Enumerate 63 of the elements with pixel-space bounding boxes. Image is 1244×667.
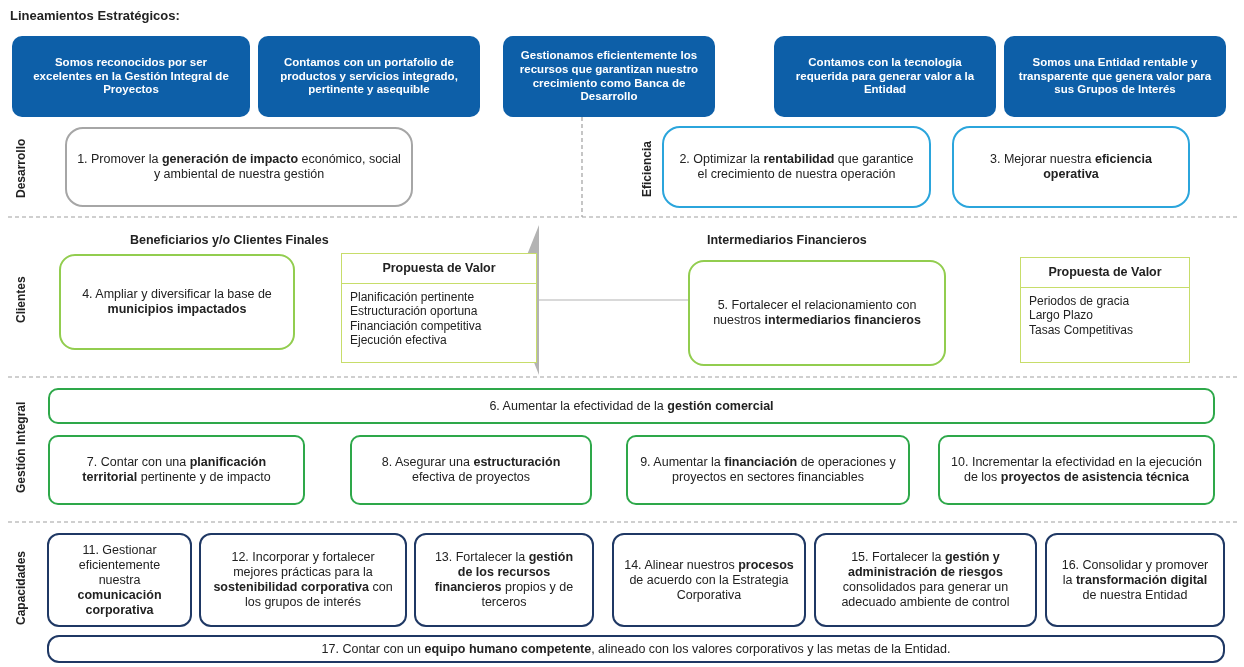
panel-heading: Propuesta de Valor [342, 254, 536, 284]
section-label: Gestión Integral [14, 400, 28, 496]
section-label: Clientes [14, 275, 28, 326]
objective-box [65, 127, 413, 207]
objective-box [938, 435, 1215, 505]
objective-box [47, 635, 1225, 663]
banner-text: Somos una Entidad rentable y transparente que genera valor para sus Grupos de Interés [1018, 55, 1212, 98]
objective-box [48, 388, 1215, 424]
objective-text: 7. Contar con una planificación territorial pertinente y de impacto [81, 455, 272, 485]
objective-text: 15. Fortalecer la gestión y administración de riesgos consolidados para generar un adecuado ambiente de control [840, 550, 1011, 610]
list-item: Planificación pertinente [349, 290, 476, 305]
section-label: Desarrollo [14, 137, 28, 200]
goal-banner [258, 36, 480, 117]
goal-banner [774, 36, 996, 117]
objective-text: 16. Consolidar y promover la transformación digital de nuestra Entidad [1060, 557, 1210, 603]
objective-box [59, 254, 295, 350]
objective-text: 12. Incorporar y fortalecer mejores prácticas para la sostenibilidad corporativa con los grupos de interés [212, 550, 394, 610]
objective-text: 3. Mejorar nuestra eficiencia operativa [989, 152, 1153, 182]
objective-box [48, 435, 305, 505]
value-proposition-panel [341, 253, 537, 363]
objective-box [350, 435, 592, 505]
list-item: Tasas Competitivas [1028, 322, 1135, 338]
objective-text: 11. Gestionar eficientemente nuestra comunicación corporativa [76, 542, 163, 618]
value-proposition-panel [1020, 257, 1190, 363]
objective-box [612, 533, 806, 627]
goal-banner [503, 36, 715, 117]
objective-box [1045, 533, 1225, 627]
section-label: Eficiencia [640, 140, 654, 199]
section-label: Capacidades [14, 550, 28, 628]
objective-text: 5. Fortalecer el relacionamiento con nuestros intermediarios financieros [712, 298, 922, 328]
objective-text: 10. Incrementar la efectividad en la ejecución de los proyectos de asistencia técnica [950, 455, 1203, 485]
list-item: Largo Plazo [1028, 308, 1095, 323]
group-heading: Intermediarios Financieros [707, 233, 867, 247]
objective-text: 9. Aumentar la financiación de operaciones y proyectos en sectores financiables [639, 455, 897, 485]
list-item: Financiación competitiva [349, 318, 483, 334]
objective-box [199, 533, 407, 627]
objective-box [414, 533, 594, 627]
objective-box [814, 533, 1037, 627]
goal-banner [12, 36, 250, 117]
objective-text: 8. Asegurar una estructuración efectiva de proyectos [380, 455, 562, 485]
objective-box [626, 435, 910, 505]
banner-text: Contamos con un portafolio de productos y servicios integrado, pertinente y asequible [279, 55, 459, 98]
objective-text: 17. Contar con un equipo humano competente, alineado con los valores corporativos y las metas de la Entidad. [321, 641, 951, 657]
banner-text: Somos reconocidos por ser excelentes en la Gestión Integral de Proyectos [32, 55, 230, 98]
objective-box [952, 126, 1190, 208]
banner-text: Gestionamos eficientemente los recursos que garantizan nuestro crecimiento como Banca de Desarrollo [518, 48, 700, 105]
diagram-title: Lineamientos Estratégicos: [10, 8, 180, 23]
group-heading: Beneficiarios y/o Clientes Finales [130, 233, 329, 247]
objective-text: 4. Ampliar y diversificar la base de municipios impactados [81, 287, 273, 317]
objective-text: 1. Promover la generación de impacto económico, social y ambiental de nuestra gestión [77, 152, 401, 182]
objective-text: 6. Aumentar la efectividad de la gestión comercial [489, 398, 774, 414]
objective-text: 13. Fortalecer la gestión de los recursos financieros propios y de terceros [433, 550, 575, 610]
goal-banner [1004, 36, 1226, 117]
list-item: Estructuración oportuna [349, 304, 479, 319]
list-item: Periodos de gracia [1028, 294, 1131, 309]
objective-text: 2. Optimizar la rentabilidad que garantice el crecimiento de nuestra operación [678, 152, 915, 182]
panel-heading: Propuesta de Valor [1021, 258, 1189, 288]
objective-box [688, 260, 946, 366]
objective-box [662, 126, 931, 208]
banner-text: Contamos con la tecnología requerida para generar valor a la Entidad [794, 55, 976, 98]
objective-box [47, 533, 192, 627]
list-item: Ejecución efectiva [349, 333, 448, 348]
objective-text: 14. Alinear nuestros procesos de acuerdo con la Estrategia Corporativa [624, 557, 794, 603]
